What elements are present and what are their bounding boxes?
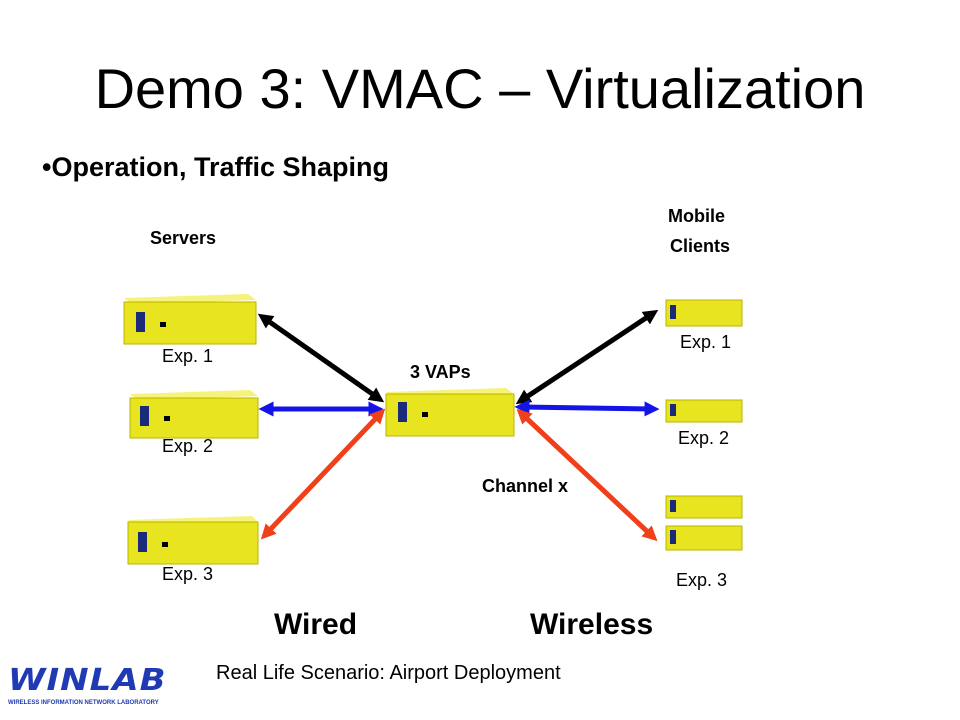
bullet-heading: •Operation, Traffic Shaping bbox=[42, 152, 389, 182]
server-device-3 bbox=[127, 516, 259, 565]
channel-label: Channel x bbox=[482, 476, 569, 496]
server-exp2-label: Exp. 2 bbox=[162, 436, 214, 456]
client-device-3a bbox=[665, 495, 743, 519]
mobile-clients-label-line2: Clients bbox=[670, 236, 731, 256]
server-exp1-label: Exp. 1 bbox=[162, 346, 214, 366]
vap-device bbox=[385, 388, 515, 437]
winlab-logo: WINLAB WIRELESS INFORMATION NETWORK LABO… bbox=[8, 662, 180, 712]
servers-label: Servers bbox=[150, 228, 217, 248]
server-exp3-label: Exp. 3 bbox=[162, 564, 214, 584]
client-exp1-label: Exp. 1 bbox=[680, 332, 732, 352]
wireless-link-exp3 bbox=[516, 408, 658, 542]
wireless-label: Wireless bbox=[530, 608, 654, 641]
wireless-link-exp2 bbox=[514, 399, 660, 417]
footer-caption: Real Life Scenario: Airport Deployment bbox=[216, 662, 561, 684]
slide-title: Demo 3: VMAC – Virtualization bbox=[94, 57, 866, 120]
server-device-1 bbox=[123, 294, 257, 345]
winlab-logo-text: WINLAB bbox=[8, 662, 167, 698]
client-exp3-label: Exp. 3 bbox=[676, 570, 728, 590]
wired-label: Wired bbox=[274, 608, 358, 641]
mobile-clients-label-line1: Mobile bbox=[668, 206, 725, 226]
wireless-link-exp1 bbox=[515, 309, 659, 405]
wired-link-exp3 bbox=[260, 408, 386, 540]
client-exp2-label: Exp. 2 bbox=[678, 428, 730, 448]
client-device-3b bbox=[665, 525, 743, 551]
client-device-2 bbox=[665, 399, 743, 423]
vap-label: 3 VAPs bbox=[410, 362, 471, 382]
winlab-logo-subtext: WIRELESS INFORMATION NETWORK LABORATORY bbox=[8, 700, 159, 706]
server-device-2 bbox=[129, 390, 259, 439]
client-device-1 bbox=[665, 299, 743, 327]
wired-link-exp1 bbox=[257, 313, 385, 403]
